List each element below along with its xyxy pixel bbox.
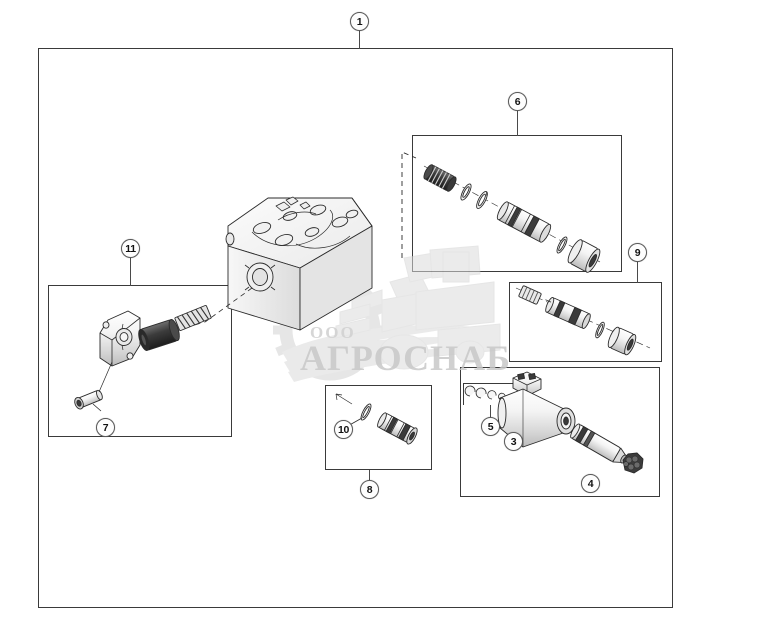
callout-9[interactable]: 9	[628, 243, 647, 262]
o-ring	[360, 403, 372, 421]
callout-4[interactable]: 4	[581, 474, 600, 493]
cartridge-kit-8	[335, 393, 418, 445]
callout-3[interactable]: 3	[504, 432, 523, 451]
leader-line-5	[490, 405, 492, 418]
valve-body-manifold	[204, 196, 373, 331]
callout-11[interactable]: 11	[121, 239, 140, 258]
callout-7[interactable]: 7	[96, 418, 115, 437]
leader-line-6	[517, 110, 519, 136]
leader-line-1	[359, 30, 361, 49]
coil-spring	[174, 304, 212, 332]
nut-fitting	[622, 452, 644, 474]
main-assembly-frame	[38, 48, 673, 608]
detail-box-11	[48, 285, 232, 437]
end-cover-plate	[99, 310, 141, 367]
callout-5[interactable]: 5	[481, 417, 500, 436]
leader-line-9	[637, 261, 639, 283]
callout-8[interactable]: 8	[360, 480, 379, 499]
cap-screw	[74, 389, 103, 410]
cartridge-kit-9	[515, 285, 651, 356]
spool-piston	[138, 319, 180, 351]
cartridge-kit-6	[423, 164, 601, 273]
detail-box-9	[509, 282, 662, 362]
watermark-wordmark: ООО АГРОСНАБ	[300, 323, 511, 378]
combine-harvester-icon	[335, 245, 501, 370]
projection-line-6	[401, 151, 417, 258]
valve-cartridge	[570, 423, 628, 464]
callout-6[interactable]: 6	[508, 92, 527, 111]
svg-text:АГРОСНАБ: АГРОСНАБ	[300, 338, 511, 378]
cover-kit-11	[74, 304, 212, 412]
detail-box-8	[325, 385, 432, 470]
solenoid-valve-assembly	[497, 371, 644, 474]
svg-text:ООО: ООО	[310, 323, 356, 342]
leader-line-11	[130, 257, 132, 286]
callout-10[interactable]: 10	[334, 420, 353, 439]
leader-line-8	[369, 470, 371, 481]
callout-1[interactable]: 1	[350, 12, 369, 31]
solenoid-coil	[497, 388, 576, 448]
detail-box-2	[460, 367, 660, 497]
